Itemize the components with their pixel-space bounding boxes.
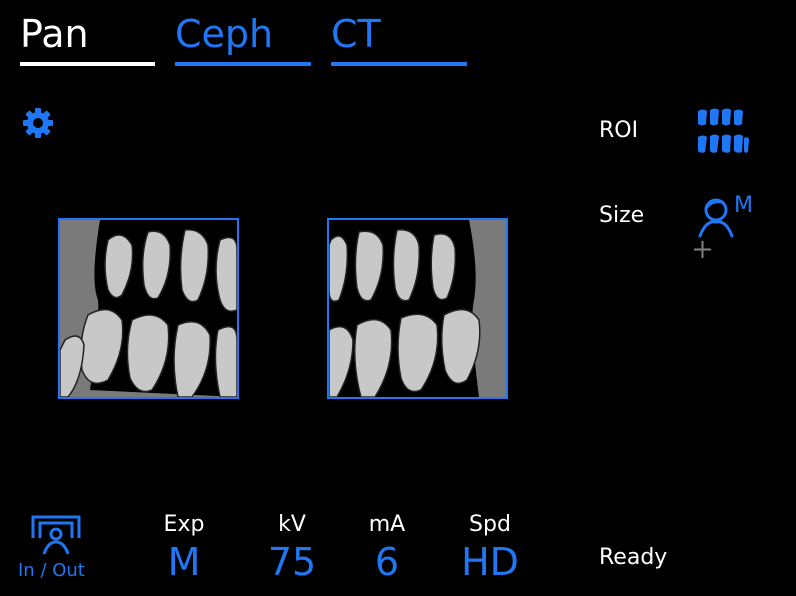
param-spd-label: Spd [469, 512, 511, 537]
crosshair-cursor-icon [694, 241, 711, 258]
size-value: M [734, 193, 753, 218]
param-kv-value: 75 [267, 540, 317, 584]
param-exp-label: Exp [163, 512, 205, 537]
teeth-image-right [329, 220, 506, 397]
param-kv[interactable]: kV 75 [258, 512, 326, 586]
in-out-button[interactable]: In / Out [18, 514, 98, 586]
param-spd[interactable]: Spd HD [452, 512, 528, 586]
teeth-rows-icon[interactable] [695, 108, 751, 156]
gear-icon[interactable] [20, 105, 56, 141]
status-text: Ready [599, 545, 668, 570]
param-ma-value: 6 [374, 540, 400, 584]
in-out-label: In / Out [18, 560, 85, 581]
param-ma-label: mA [368, 512, 406, 537]
param-ma[interactable]: mA 6 [353, 512, 421, 586]
param-exp[interactable]: Exp M [150, 512, 218, 586]
person-size-icon[interactable]: M [692, 190, 762, 242]
roi-panel-left[interactable] [58, 218, 239, 399]
roi-label: ROI [599, 118, 639, 143]
size-label: Size [599, 203, 645, 228]
roi-panel-right[interactable] [327, 218, 508, 399]
param-kv-label: kV [278, 512, 306, 537]
tab-pan-underline [20, 62, 155, 66]
tab-ct-underline [331, 62, 467, 66]
tab-ceph-underline [175, 62, 311, 66]
tab-ct[interactable]: CT [331, 12, 381, 56]
param-exp-value: M [167, 540, 201, 584]
tab-pan[interactable]: Pan [20, 12, 89, 56]
in-out-icon [31, 515, 81, 555]
param-spd-value: HD [461, 540, 519, 584]
teeth-image-left [60, 220, 237, 397]
tab-ceph[interactable]: Ceph [175, 12, 274, 56]
